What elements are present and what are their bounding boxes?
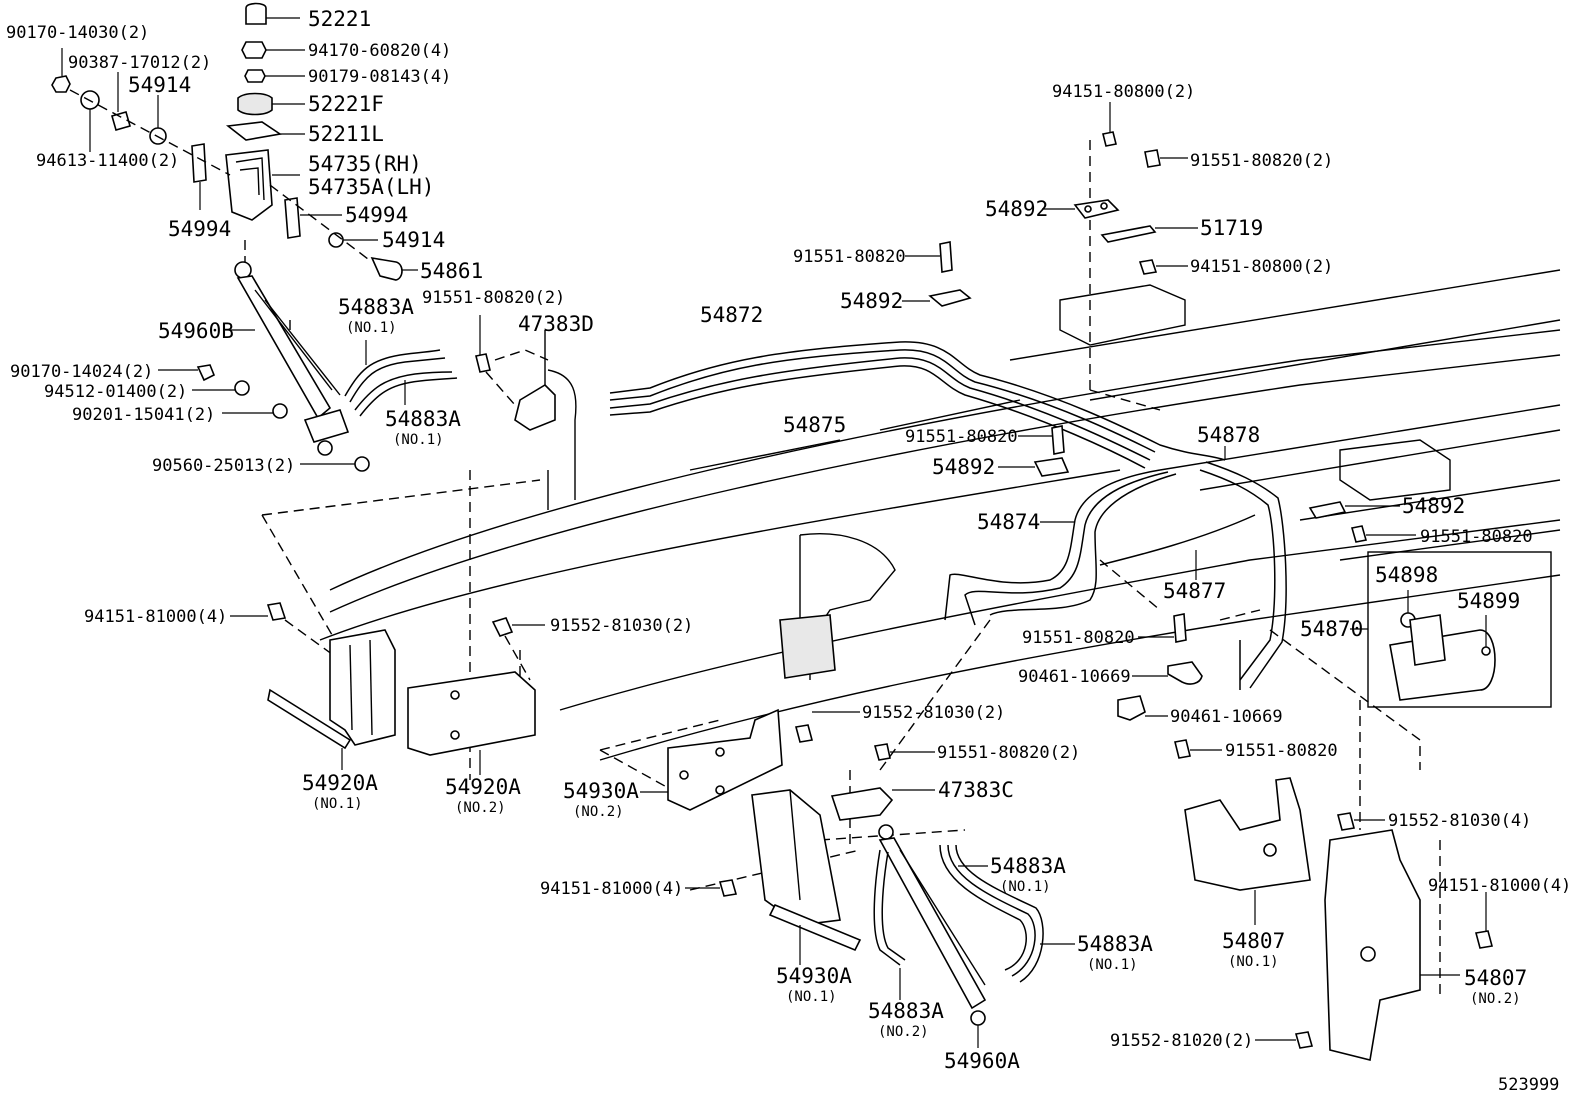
label-54920A-2: 54920A — [445, 775, 521, 799]
label-90461-10669-a: 90461-10669 — [1018, 667, 1131, 687]
label-54994-b: 54994 — [345, 203, 408, 227]
label-54892-b: 54892 — [985, 197, 1048, 221]
label-54883A-lower-2: 54883A — [1077, 932, 1153, 956]
label-54898: 54898 — [1375, 563, 1438, 587]
label-54735a-lh: 54735A(LH) — [308, 175, 434, 199]
label-54883A-lower-1-sub: (NO.1) — [1000, 879, 1051, 895]
label-54994-a: 54994 — [168, 217, 231, 241]
label-54914-a: 54914 — [128, 73, 191, 97]
label-90387-17012: 90387-17012(2) — [68, 53, 211, 73]
frame-outline — [319, 269, 1561, 761]
label-94613-11400: 94613-11400(2) — [36, 151, 179, 171]
label-54899: 54899 — [1457, 589, 1520, 613]
label-54807-1: 54807 — [1222, 929, 1285, 953]
label-91551-80820-b: 91551-80820 — [905, 427, 1018, 447]
label-94151-80800-b: 94151-80800(2) — [1190, 257, 1333, 277]
label-90201-15041: 90201-15041(2) — [72, 405, 215, 425]
part-labels: 90170-14030(2) 90387-17012(2) 54914 9461… — [6, 7, 1571, 1095]
label-54883A-upper-1-sub: (NO.1) — [346, 320, 397, 336]
label-54960A: 54960A — [944, 1049, 1020, 1073]
label-54807-1-sub: (NO.1) — [1228, 954, 1279, 970]
label-90179-08143: 90179-08143(4) — [308, 67, 451, 87]
label-54960B: 54960B — [158, 319, 234, 343]
label-54883A-upper-2-sub: (NO.1) — [393, 432, 444, 448]
label-54914-b: 54914 — [382, 228, 445, 252]
label-54883A-lower-3-sub: (NO.2) — [878, 1024, 929, 1040]
label-54861: 54861 — [420, 259, 483, 283]
label-47383D: 47383D — [518, 312, 594, 336]
label-54883A-lower-2-sub: (NO.1) — [1087, 957, 1138, 973]
label-91552-81030-2-b: 91552-81030(2) — [862, 703, 1005, 723]
brackets-54807 — [1184, 777, 1493, 1061]
cylinder-54960B — [158, 261, 370, 472]
label-54930A-2-sub: (NO.2) — [573, 804, 624, 820]
label-54930A-1: 54930A — [776, 964, 852, 988]
label-54883A-lower-1: 54883A — [990, 854, 1066, 878]
hoses-upper — [344, 340, 458, 417]
label-54883A-upper-1: 54883A — [338, 295, 414, 319]
label-91551-80820-d: 91551-80820 — [1022, 628, 1135, 648]
label-51719: 51719 — [1200, 216, 1263, 240]
label-54930A-2: 54930A — [563, 779, 639, 803]
label-54883A-lower-3: 54883A — [868, 999, 944, 1023]
label-54930A-1-sub: (NO.1) — [786, 989, 837, 1005]
label-94151-81000-a: 94151-81000(4) — [84, 607, 227, 627]
label-91551-80820-2-c: 91551-80820(2) — [937, 743, 1080, 763]
upper-hardware — [51, 2, 418, 281]
label-94151-81000-c: 94151-81000(4) — [1428, 876, 1571, 896]
label-54892-a: 54892 — [840, 289, 903, 313]
cylinder-54960A — [830, 743, 1075, 1048]
label-90170-14030: 90170-14030(2) — [6, 23, 149, 43]
label-94151-81000-b: 94151-81000(4) — [540, 879, 683, 899]
label-54807-2: 54807 — [1464, 966, 1527, 990]
lower-right-clamps — [1117, 613, 1222, 759]
label-54877: 54877 — [1163, 579, 1226, 603]
label-52211L: 52211L — [308, 122, 384, 146]
bracket-47383D — [475, 315, 556, 431]
label-54878: 54878 — [1197, 423, 1260, 447]
label-52221: 52221 — [308, 7, 371, 31]
label-54883A-upper-2: 54883A — [385, 407, 461, 431]
label-91552-81030-2-a: 91552-81030(2) — [550, 616, 693, 636]
brackets-54920A — [230, 602, 545, 775]
label-91551-80820-e: 91551-80820 — [1225, 741, 1338, 761]
label-54875: 54875 — [783, 413, 846, 437]
label-54735-rh: 54735(RH) — [308, 152, 422, 176]
label-94170-60820: 94170-60820(4) — [308, 41, 451, 61]
label-54807-2-sub: (NO.2) — [1470, 991, 1521, 1007]
label-54892-c: 54892 — [932, 455, 995, 479]
label-94151-80800-a: 94151-80800(2) — [1052, 82, 1195, 102]
label-94512-01400: 94512-01400(2) — [44, 382, 187, 402]
figure-number: 523999 — [1498, 1075, 1559, 1095]
label-90461-10669-b: 90461-10669 — [1170, 707, 1283, 727]
label-91551-80820-c: 91551-80820 — [1420, 527, 1533, 547]
label-54920A-2-sub: (NO.2) — [455, 800, 506, 816]
label-54870: 54870 — [1300, 617, 1363, 641]
label-54874: 54874 — [977, 510, 1040, 534]
label-54872: 54872 — [700, 303, 763, 327]
valve-assembly-54870 — [1350, 551, 1552, 708]
upper-right-clamps — [902, 102, 1416, 580]
label-90560-25013: 90560-25013(2) — [152, 456, 295, 476]
label-54920A-1: 54920A — [302, 771, 378, 795]
brackets-54930A — [640, 708, 862, 965]
label-52221F: 52221F — [308, 92, 384, 116]
label-54920A-1-sub: (NO.1) — [312, 796, 363, 812]
label-47383C: 47383C — [938, 778, 1014, 802]
brake-tubes — [609, 341, 1287, 690]
label-91551-80820-2-a: 91551-80820(2) — [422, 288, 565, 308]
label-91551-80820-a: 91551-80820 — [793, 247, 906, 267]
label-54892-d: 54892 — [1402, 494, 1465, 518]
label-90170-14024: 90170-14024(2) — [10, 362, 153, 382]
label-91552-81020: 91552-81020(2) — [1110, 1031, 1253, 1051]
label-91551-80820-2-b: 91551-80820(2) — [1190, 151, 1333, 171]
label-91552-81030-4: 91552-81030(4) — [1388, 811, 1531, 831]
